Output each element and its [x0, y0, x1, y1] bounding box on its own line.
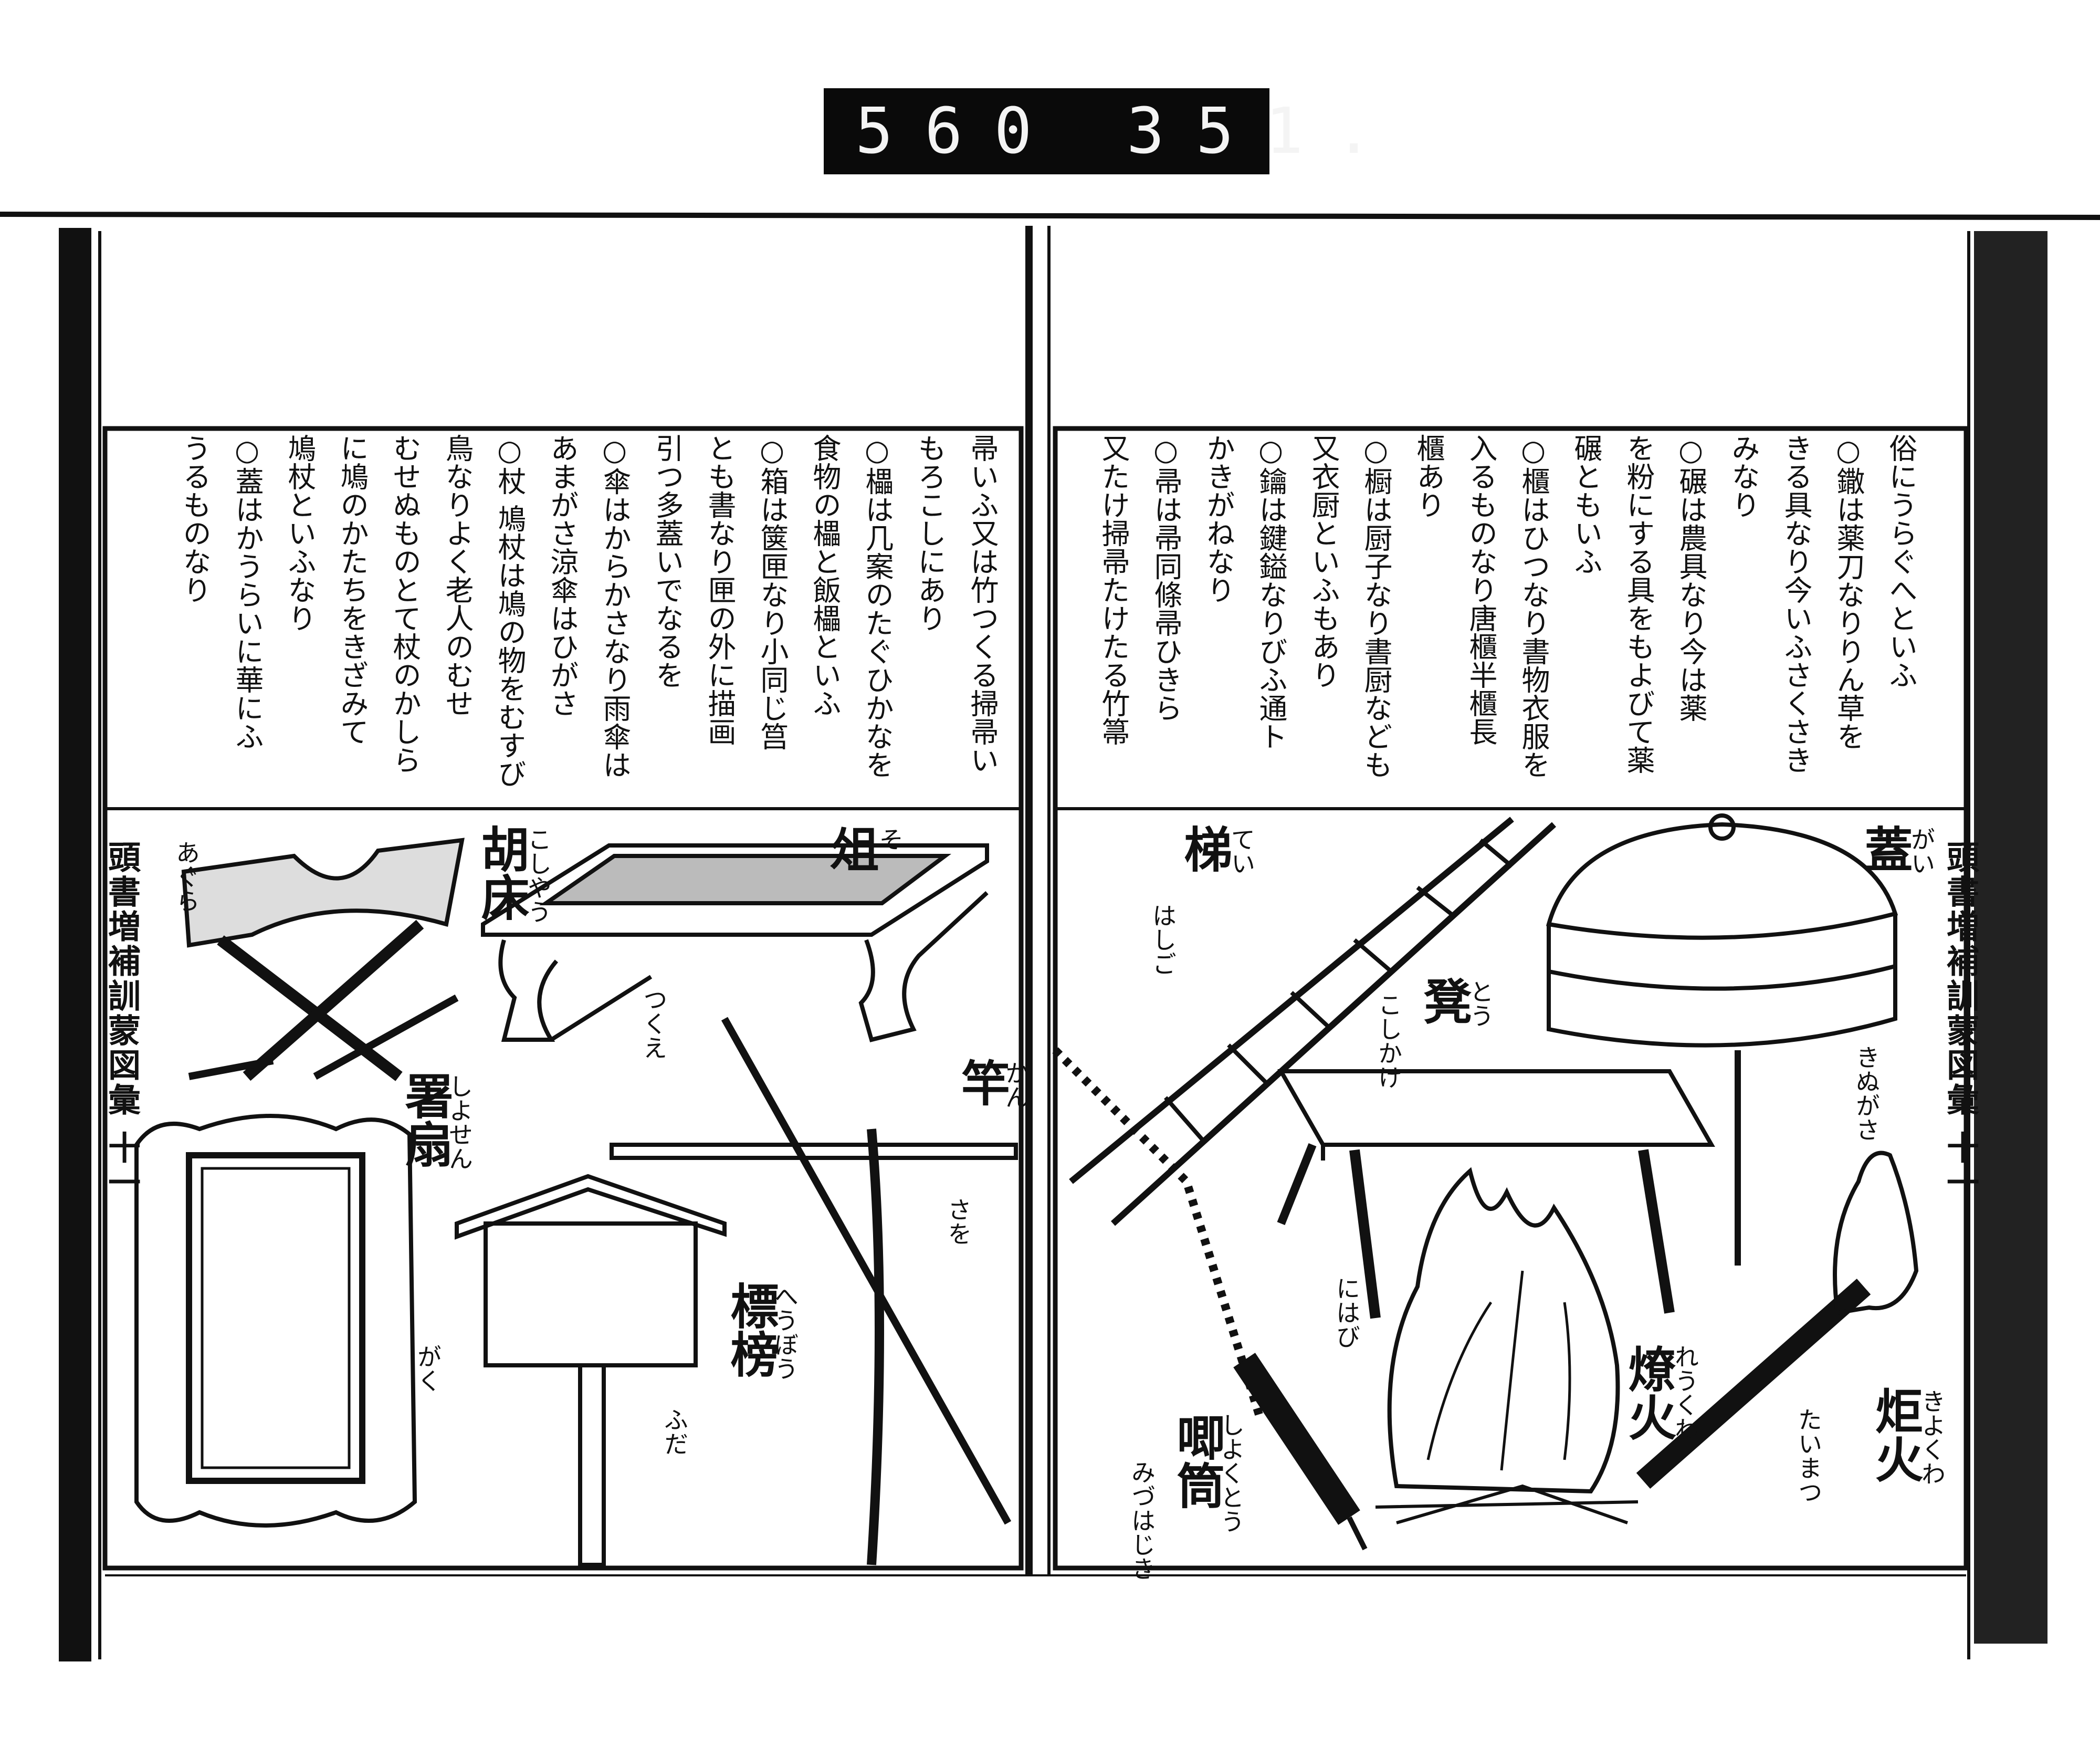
figure-label: 凳: [1415, 977, 1472, 1025]
figure-reading: がい: [1907, 827, 1936, 875]
text-column: みなり: [1727, 434, 1760, 519]
torch-drawing: [1636, 1151, 1919, 1489]
bench-drawing: [1277, 1069, 1715, 1319]
figure-label: 梯: [1176, 824, 1233, 873]
figure-reading: れうくわ: [1671, 1344, 1699, 1441]
canopy-drawing: [1546, 813, 1898, 1266]
text-column: ○蓋はかうらいに華にふ: [230, 434, 264, 750]
figure-label: 蓋: [1856, 824, 1913, 873]
bonfire-drawing: [1375, 1167, 1639, 1524]
figure-label: 署扇: [397, 1071, 454, 1168]
text-column: ○鏾は薬刀なりりん草を: [1832, 434, 1865, 750]
left-page-text: 帚いふ又は竹つくる掃帚いもろこしにあり ○櫑は几案のたぐひかなを食物の櫑と飯櫑とい…: [147, 434, 1008, 807]
text-column: 俗にうらぐへといふ: [1884, 434, 1917, 689]
figure-reading: てい: [1227, 827, 1256, 875]
figure-gloss: がく: [414, 1344, 442, 1393]
text-column: 又衣厨といふもあり: [1307, 434, 1340, 689]
figure-gloss: きぬがさ: [1852, 1045, 1881, 1142]
figure-gloss: つくえ: [639, 987, 668, 1060]
scan-top-rule: [0, 212, 2100, 220]
figure-reading: かん: [1002, 1061, 1030, 1109]
text-column: に鳩のかたちをきざみて: [335, 434, 369, 746]
signboard-drawing: [455, 1174, 727, 1567]
right-spine-title: 頭書増補訓蒙図彙 十一: [1941, 840, 1979, 1200]
figure-label: 燎火: [1620, 1344, 1677, 1441]
text-column: 引つ多蓋いでなるを: [650, 434, 684, 689]
text-column: かきがねなり: [1202, 434, 1235, 604]
text-column: ○櫃はひつなり書物衣服を: [1517, 434, 1550, 779]
text-column: むせぬものとて杖のかしら: [388, 434, 421, 774]
text-column: を粉にする具をもよびて薬: [1622, 434, 1655, 774]
text-column: ○傘はからかさなり雨傘は: [598, 434, 631, 779]
text-column: 食物の櫑と飯櫑といふ: [808, 434, 841, 717]
text-column: もろこしにあり: [913, 434, 946, 632]
text-column: ○箱は箧匣なり小同じ筥: [755, 434, 789, 750]
text-column: 碾ともいふ: [1569, 434, 1602, 576]
text-column: 櫃あり: [1412, 434, 1445, 519]
figure-gloss: みづはじき: [1128, 1460, 1156, 1581]
right-page-text: 俗にうらぐへといふ ○鏾は薬刀なりりん草をきる具なり今いふさくさきみなり ○碾は農具…: [1066, 434, 1927, 807]
text-column: ○鑰は鍵鎰なりびふ通ト: [1254, 434, 1287, 750]
text-column: ○碾は農具なり今は薬: [1674, 434, 1707, 722]
low-table-drawing: [481, 843, 989, 1042]
figure-reading: こしやう: [524, 827, 552, 924]
text-column: 鳩杖といふなり: [283, 434, 316, 632]
figure-gloss: はしご: [1149, 903, 1177, 976]
figure-label: 竿: [953, 1058, 1010, 1106]
figure-gloss: あぐら: [172, 840, 201, 913]
text-column: きる具なり今いふさくさき: [1779, 434, 1812, 774]
text-column: ○杖 鳩杖は鳩の物をむすび: [493, 434, 526, 788]
ladder-drawing: [1052, 817, 1557, 1419]
text-column: とも書なり匣の外に描画: [703, 434, 736, 746]
figure-reading: きよくわ: [1918, 1389, 1946, 1486]
figure-reading: とう: [1466, 979, 1495, 1028]
left-book-edge: [59, 228, 91, 1661]
folding-stool-drawing: [181, 838, 465, 1081]
figure-label: 唧筒: [1169, 1413, 1225, 1509]
right-book-spine: [1974, 231, 2048, 1644]
figure-gloss: ふだ: [660, 1407, 689, 1456]
text-column: あまがさ涼傘はひがさ: [545, 434, 579, 717]
figure-label: 炬火: [1867, 1386, 1924, 1483]
figure-gloss: こしかけ: [1374, 992, 1403, 1089]
figure-label: 胡床: [473, 824, 530, 921]
text-column: ○帚は帚同條帚ひきら: [1149, 434, 1182, 722]
figure-reading: しよせん: [445, 1074, 474, 1170]
figure-reading: そ: [876, 827, 904, 851]
right-page-frame: [1053, 426, 1969, 1571]
text-column: 又たけ掃帚たけたる竹箒: [1097, 434, 1130, 746]
pole-drawing: [610, 1017, 1018, 1565]
figure-label: 標榜: [722, 1281, 779, 1378]
text-column: 入るものなり唐櫃半櫃長: [1464, 434, 1497, 746]
text-column: 鳥なりよく老人のむせ: [440, 434, 474, 717]
text-column: ○櫑は几案のたぐひかなを: [860, 434, 894, 779]
figure-reading: へうぼう: [771, 1284, 799, 1381]
text-column: ○橱は厨子なり書厨なども: [1359, 434, 1392, 779]
figure-gloss: たいまつ: [1794, 1407, 1823, 1504]
left-page-frame: [102, 426, 1024, 1571]
figure-label: 俎: [822, 824, 879, 873]
call-number-right: 351.: [1126, 95, 1404, 168]
framed-tablet-drawing: [134, 1114, 417, 1528]
pump-drawing: [1233, 1353, 1368, 1551]
text-column: うるものなり: [178, 434, 211, 604]
call-number-label: 560 351.: [824, 88, 1373, 174]
figure-gloss: さを: [944, 1197, 972, 1246]
figure-gloss: にはび: [1332, 1276, 1361, 1349]
text-column: 帚いふ又は竹つくる掃帚い: [965, 434, 999, 774]
figure-reading: しよくとう: [1217, 1413, 1245, 1533]
call-number-left: 560: [855, 95, 1064, 168]
left-spine-title: 頭書増補訓蒙図彙 十一: [102, 840, 141, 1200]
